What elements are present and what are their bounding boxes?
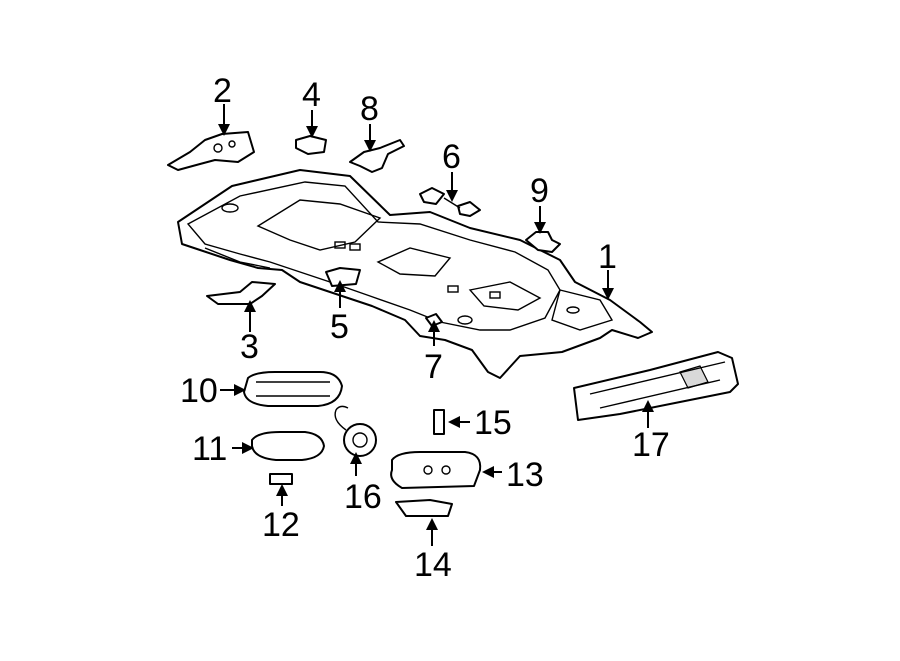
callout-2: 2 [213,72,232,110]
part-4-clip [295,135,327,155]
callout-9: 9 [530,172,549,210]
callout-10: 10 [180,372,218,410]
part-2-bracket [167,131,255,171]
callout-15: 15 [474,404,512,442]
arrows [218,104,654,546]
callout-labels: 1 2 3 4 5 6 7 8 9 10 11 12 13 14 15 16 1… [180,72,670,584]
callout-6: 6 [442,138,461,176]
part-6-clips [419,187,481,217]
part-5-clip [325,267,361,287]
callout-14: 14 [414,546,452,584]
callout-8: 8 [360,90,379,128]
callout-3: 3 [240,328,259,366]
part-3-bracket [206,281,276,305]
callout-7: 7 [424,348,443,386]
part-1-headliner [177,169,653,379]
callout-17: 17 [632,426,670,464]
callout-13: 13 [506,456,544,494]
callout-12: 12 [262,506,300,544]
part-13-console [390,451,482,489]
callout-16: 16 [344,478,382,516]
part-8-bracket [349,139,405,173]
callout-11: 11 [192,430,227,468]
part-15-bulb [433,409,445,435]
callout-1: 1 [598,238,617,276]
part-10-lamp [243,371,343,407]
part-17-trim [573,351,739,421]
part-9-bracket [525,231,561,253]
callout-5: 5 [330,308,349,346]
part-11-lens [251,431,325,461]
part-14-lens [395,499,453,517]
part-16-speaker [334,405,377,457]
part-12-bulb [269,473,293,485]
callout-4: 4 [302,76,321,114]
